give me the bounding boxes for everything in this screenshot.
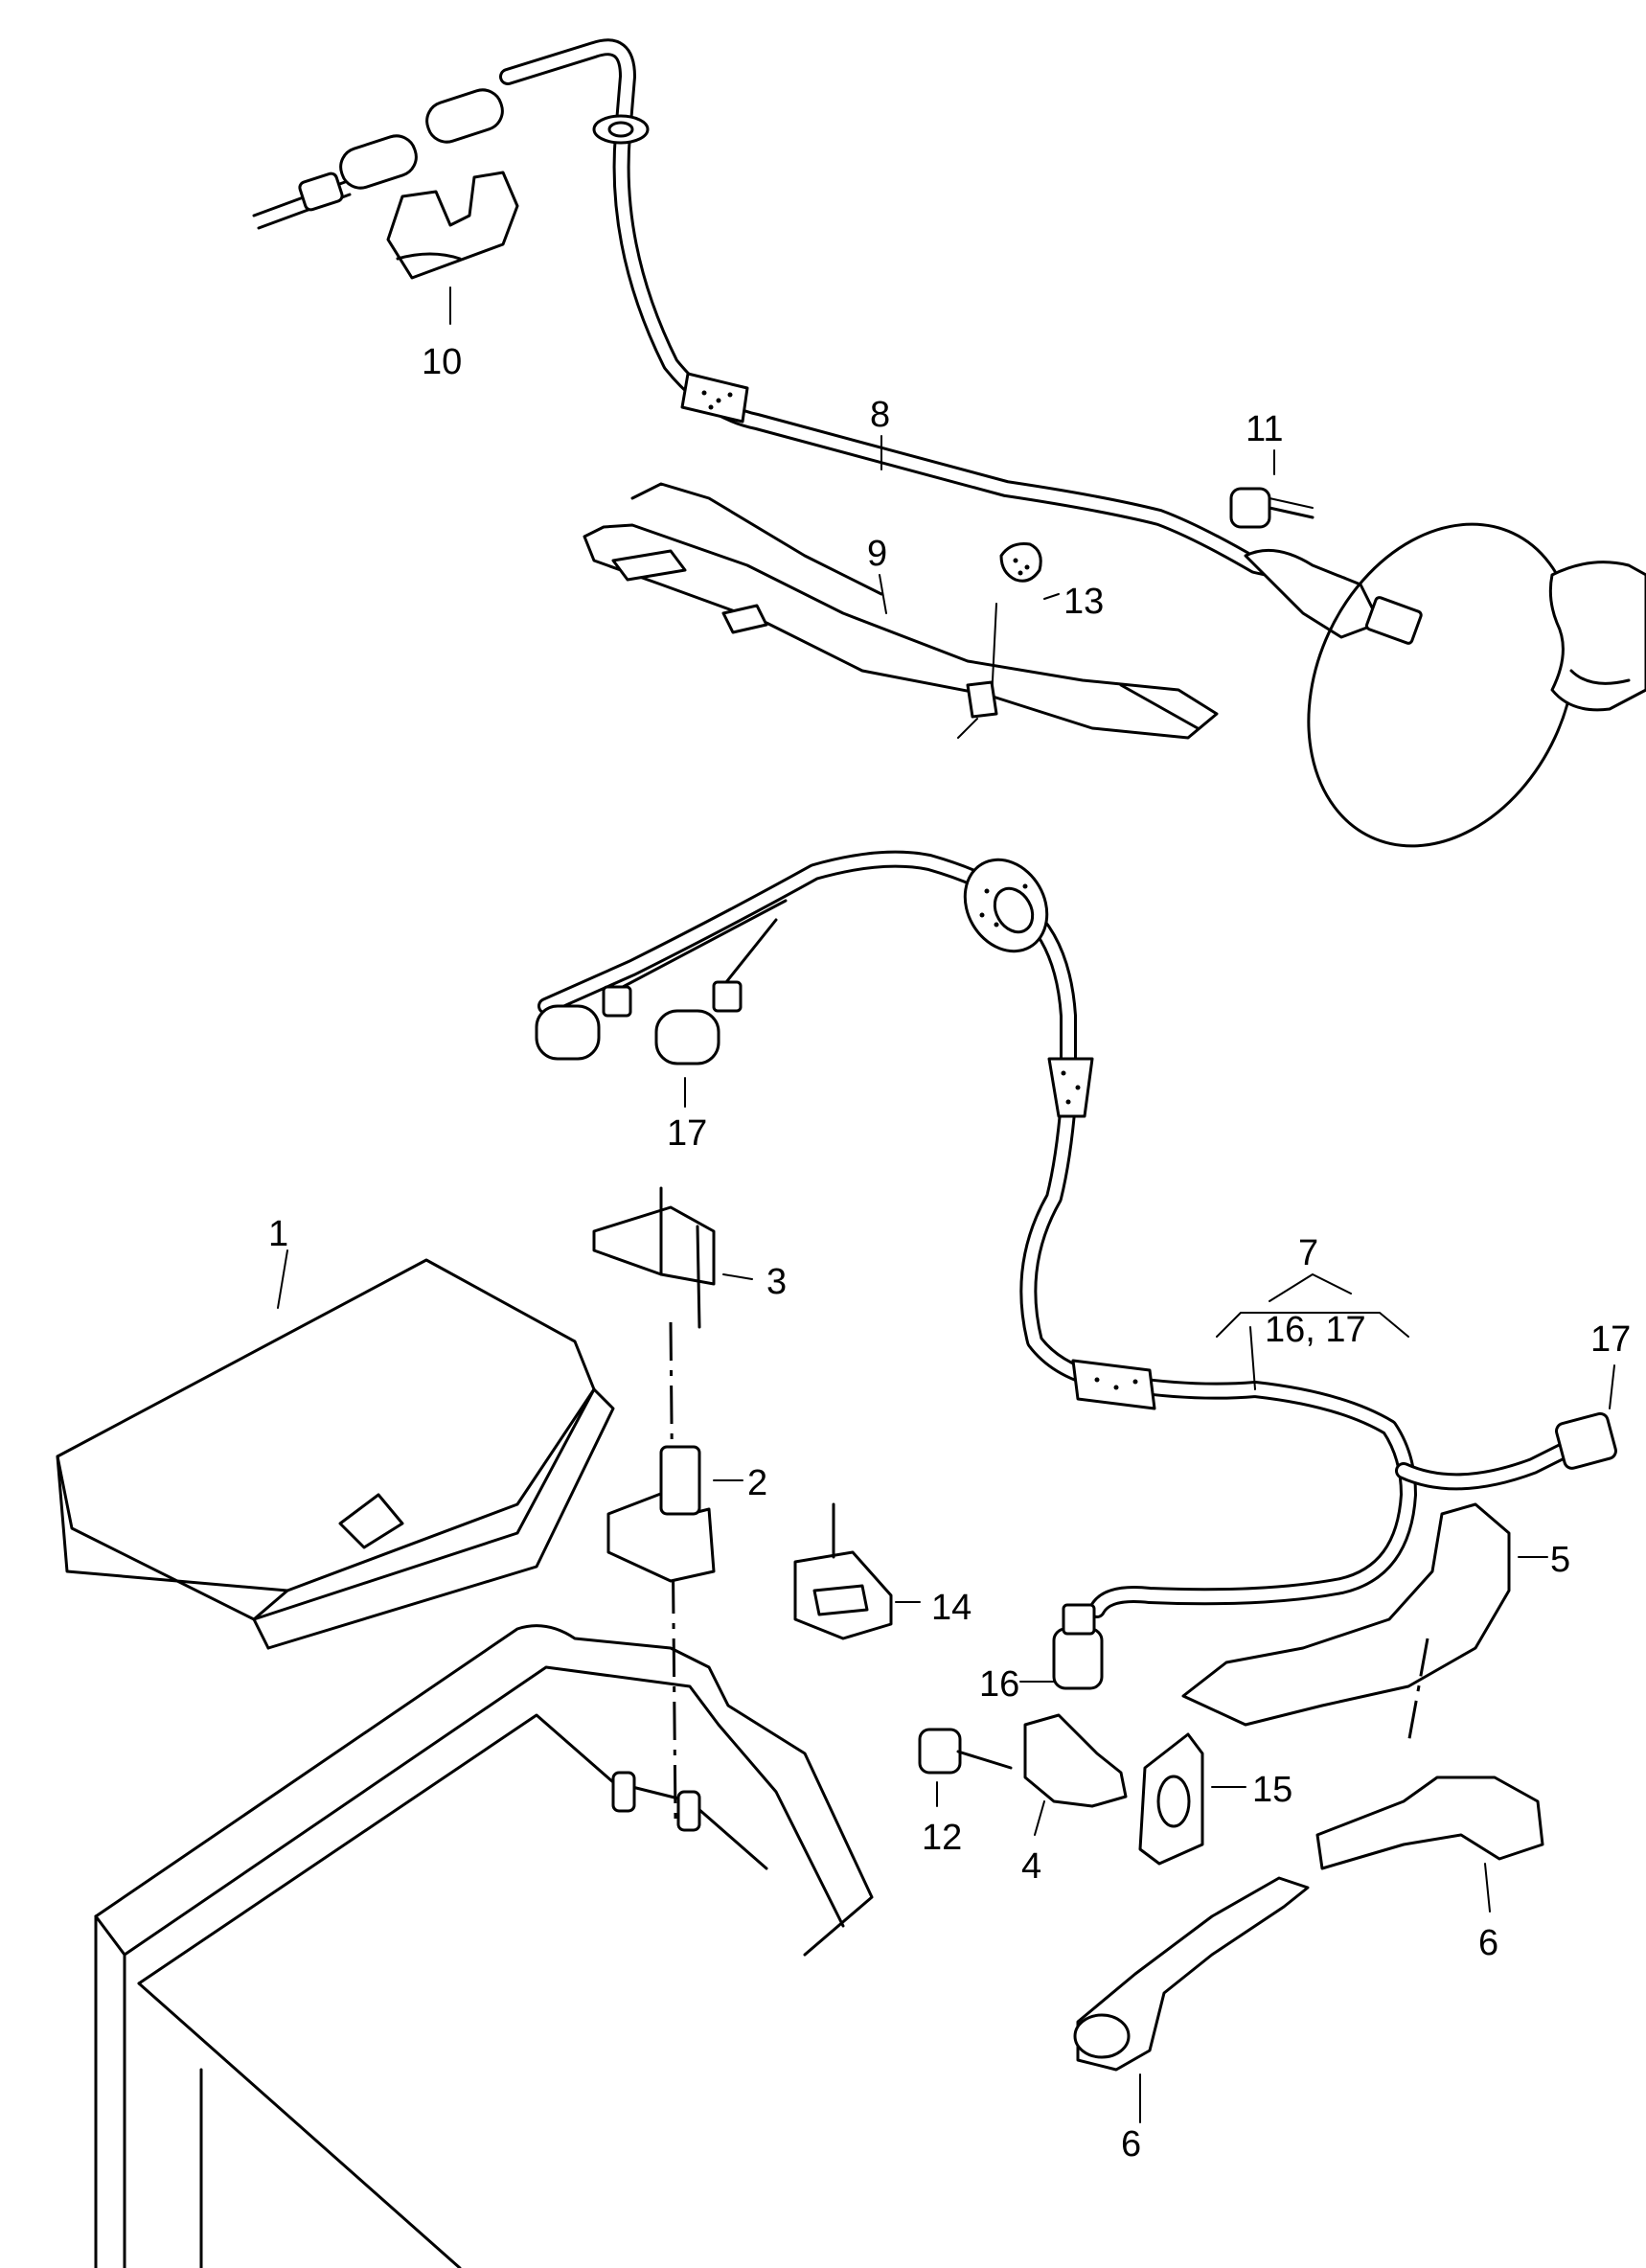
control-unit	[56, 1249, 615, 1650]
mounting-brackets	[592, 1186, 921, 1821]
callout-12: 12	[922, 1818, 962, 1858]
callout-7-sub: 16, 17	[1265, 1310, 1366, 1350]
callout-15: 15	[1252, 1770, 1292, 1810]
callout-7: 7	[1298, 1233, 1318, 1273]
callout-17-left: 17	[667, 1113, 707, 1154]
callout-14: 14	[931, 1588, 972, 1628]
callout-6-bottom: 6	[1121, 2124, 1141, 2165]
callout-2: 2	[747, 1463, 767, 1503]
callout-8: 8	[870, 395, 890, 435]
callout-9: 9	[867, 534, 887, 574]
upper-sensor-cable-assembly	[252, 38, 1646, 848]
callout-17-right: 17	[1590, 1319, 1631, 1360]
subframe	[94, 1624, 874, 2268]
callout-16: 16	[979, 1664, 1019, 1705]
callout-5: 5	[1550, 1540, 1570, 1580]
lower-right-parts	[918, 1502, 1548, 2123]
callout-1: 1	[268, 1214, 288, 1254]
callout-10: 10	[422, 342, 462, 382]
lower-sensor-cable-assembly	[535, 850, 1617, 1690]
callout-3: 3	[766, 1262, 787, 1302]
callout-4: 4	[1021, 1846, 1041, 1887]
callout-6-right: 6	[1478, 1923, 1498, 1963]
callout-labels: 1 2 3 4 5 6 6 7 16, 17 8 9 10 11 12 13 1…	[268, 342, 1631, 2165]
callout-11: 11	[1246, 409, 1283, 449]
callout-13: 13	[1063, 582, 1104, 622]
